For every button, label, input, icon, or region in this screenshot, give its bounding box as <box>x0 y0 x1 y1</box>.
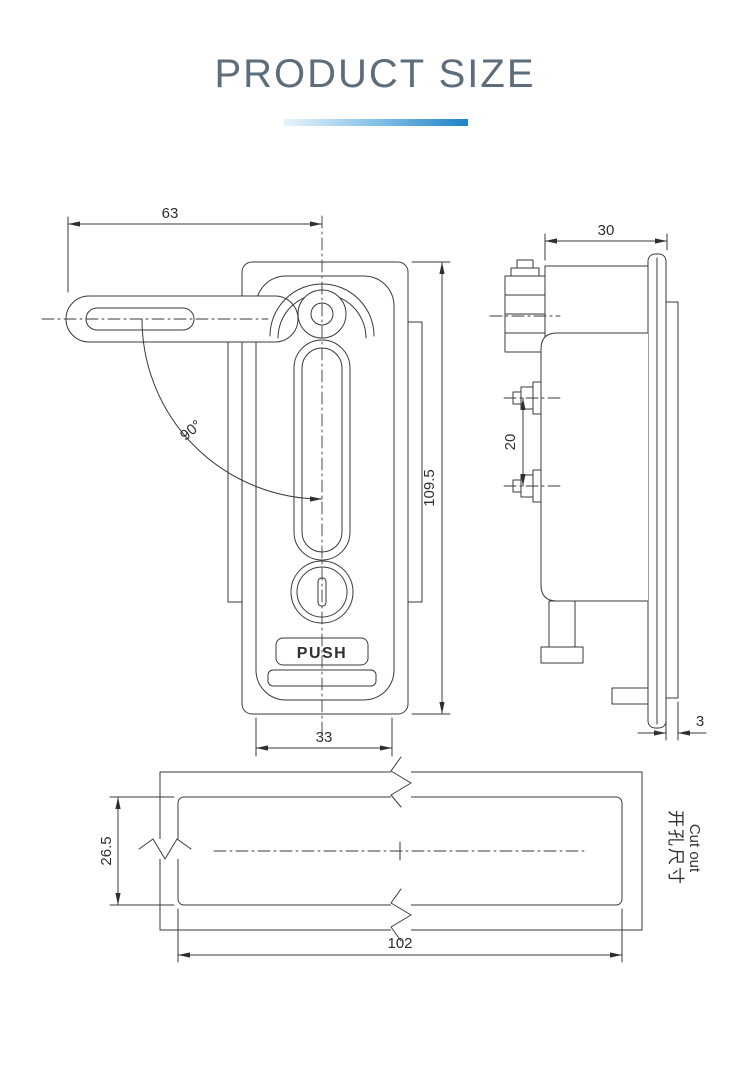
plate-recess <box>255 275 395 701</box>
break-mask <box>391 765 411 805</box>
handle-recess-outer <box>293 339 351 561</box>
break-left <box>138 838 192 860</box>
lock-body-profile <box>540 332 649 602</box>
cutout-view: 26.5 102 开孔尺寸 Cut out <box>98 756 703 963</box>
break-mask <box>391 897 411 937</box>
flange-step <box>611 687 649 705</box>
dim-109-5: 109.5 <box>411 261 451 715</box>
cutout-label-cn: 开孔尺寸 <box>666 810 685 886</box>
dim-102: 102 <box>177 908 623 963</box>
dim-109-5-label: 109.5 <box>421 469 438 507</box>
angle-label: 90° <box>177 417 205 445</box>
gasket <box>665 301 679 699</box>
dim-3: 3 <box>637 701 707 741</box>
cylinder-washer <box>510 267 540 277</box>
dim-20-label: 20 <box>502 434 519 451</box>
break-zigzag <box>390 756 412 808</box>
title-accent-bar <box>284 119 468 126</box>
dim-33: 33 <box>255 717 393 757</box>
dim-26-5-label: 26.5 <box>98 836 115 865</box>
cylinder-tip <box>516 259 534 269</box>
dim-26-5: 26.5 <box>98 796 175 906</box>
break-zigzag <box>138 838 192 860</box>
angle-arc <box>141 318 323 502</box>
dim-102-label: 102 <box>387 935 412 952</box>
dim-30: 30 <box>544 222 668 261</box>
lock-plate <box>241 261 409 715</box>
dim-30-label: 30 <box>598 222 615 239</box>
bottom-bracket <box>548 600 576 648</box>
bottom-bracket-foot <box>540 646 584 664</box>
side-view: 30 20 3 <box>489 222 707 741</box>
break-top <box>390 756 412 808</box>
dim-63: 63 <box>67 205 323 293</box>
push-label: PUSH <box>297 645 347 662</box>
front-view: PUSH 90° 63 109.5 <box>41 205 451 757</box>
break-bottom <box>390 888 412 942</box>
dim-63-label: 63 <box>162 205 179 222</box>
dim-3-label: 3 <box>696 713 704 730</box>
break-mask <box>145 839 185 859</box>
handle-pivot-shaft <box>310 302 334 326</box>
dim-20: 20 <box>502 397 526 487</box>
dim-33-label: 33 <box>316 729 333 746</box>
cutout-label-en: Cut out <box>686 824 703 873</box>
break-zigzag <box>390 888 412 942</box>
page-title: PRODUCT SIZE <box>214 52 536 96</box>
